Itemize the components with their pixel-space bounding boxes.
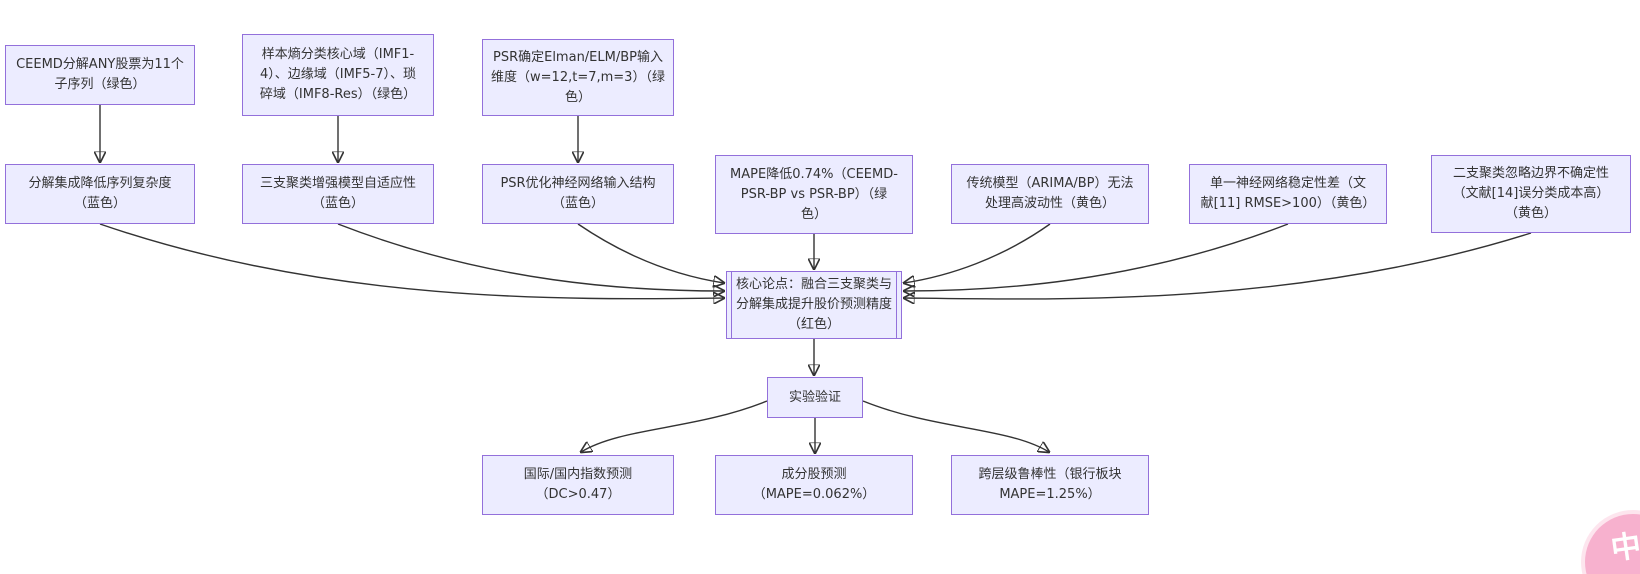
edge-traditional-to-core bbox=[904, 223, 1051, 283]
node-experiment-label: 实验验证 bbox=[788, 389, 841, 405]
node-decomposition: 分解集成降低序列复杂度 （蓝色） bbox=[5, 164, 195, 224]
node-index-pred: 国际/国内指数预测 （DC>0.47） bbox=[482, 455, 674, 515]
node-index-pred-label: 国际/国内指数预测 （DC>0.47） bbox=[523, 467, 633, 502]
node-psr-opt-label: PSR优化神经网络输入结构 （蓝色） bbox=[500, 176, 656, 211]
node-component-pred-label: 成分股预测 （MAPE=0.062%） bbox=[752, 467, 876, 502]
node-ceemd: CEEMD分解ANY股票为11个 子序列（绿色） bbox=[5, 45, 195, 105]
node-mape: MAPE降低0.74%（CEEMD- PSR-BP vs PSR-BP）（绿 色… bbox=[715, 155, 913, 234]
edge-experiment-to-index-pred bbox=[581, 400, 768, 452]
edge-psr-opt-to-core bbox=[577, 223, 724, 283]
node-psr-input: PSR确定Elman/ELM/BP输入 维度（w=12,t=7,m=3）（绿 色… bbox=[482, 39, 674, 116]
node-sample-entropy: 样本熵分类核心域（IMF1- 4）、边缘域（IMF5-7）、琐 碎域（IMF8-… bbox=[242, 34, 434, 116]
node-ceemd-label: CEEMD分解ANY股票为11个 子序列（绿色） bbox=[16, 57, 184, 92]
node-decomposition-label: 分解集成降低序列复杂度 （蓝色） bbox=[28, 176, 172, 211]
node-psr-input-label: PSR确定Elman/ELM/BP输入 维度（w=12,t=7,m=3）（绿 色… bbox=[491, 49, 665, 105]
node-experiment: 实验验证 bbox=[767, 377, 863, 418]
node-two-way-label: 二支聚类忽略边界不确定性 （文献[14]误分类成本高） （黄色） bbox=[1452, 166, 1610, 221]
node-traditional-label: 传统模型（ARIMA/BP）无法 处理高波动性（黄色） bbox=[966, 176, 1134, 211]
node-traditional: 传统模型（ARIMA/BP）无法 处理高波动性（黄色） bbox=[951, 164, 1149, 224]
node-robustness: 跨层级鲁棒性（银行板块 MAPE=1.25%） bbox=[951, 455, 1149, 515]
node-psr-opt: PSR优化神经网络输入结构 （蓝色） bbox=[482, 164, 674, 224]
node-core: 核心论点：融合三支聚类与 分解集成提升股价预测精度 （红色） bbox=[726, 271, 902, 339]
node-component-pred: 成分股预测 （MAPE=0.062%） bbox=[715, 455, 913, 515]
edge-three-way-to-core bbox=[337, 223, 724, 291]
translate-badge-label: 中A bbox=[1608, 525, 1640, 568]
subroutine-inner-line-right bbox=[896, 272, 897, 338]
node-robustness-label: 跨层级鲁棒性（银行板块 MAPE=1.25%） bbox=[978, 467, 1122, 502]
node-three-way: 三支聚类增强模型自适应性 （蓝色） bbox=[242, 164, 434, 224]
node-single-nn: 单一神经网络稳定性差（文 献[11] RMSE>100）（黄色） bbox=[1189, 164, 1387, 224]
node-sample-entropy-label: 样本熵分类核心域（IMF1- 4）、边缘域（IMF5-7）、琐 碎域（IMF8-… bbox=[259, 47, 417, 102]
node-single-nn-label: 单一神经网络稳定性差（文 献[11] RMSE>100）（黄色） bbox=[1200, 176, 1376, 211]
edge-decomposition-to-core bbox=[99, 223, 724, 299]
edge-experiment-to-robustness bbox=[862, 400, 1049, 452]
node-mape-label: MAPE降低0.74%（CEEMD- PSR-BP vs PSR-BP）（绿 色… bbox=[730, 166, 898, 222]
subroutine-inner-line-left bbox=[731, 272, 732, 338]
node-two-way: 二支聚类忽略边界不确定性 （文献[14]误分类成本高） （黄色） bbox=[1431, 155, 1631, 233]
edge-single-nn-to-core bbox=[904, 223, 1289, 291]
node-three-way-label: 三支聚类增强模型自适应性 （蓝色） bbox=[259, 176, 416, 211]
node-core-label: 核心论点：融合三支聚类与 分解集成提升股价预测精度 （红色） bbox=[735, 277, 892, 332]
edge-two-way-to-core bbox=[904, 232, 1532, 299]
